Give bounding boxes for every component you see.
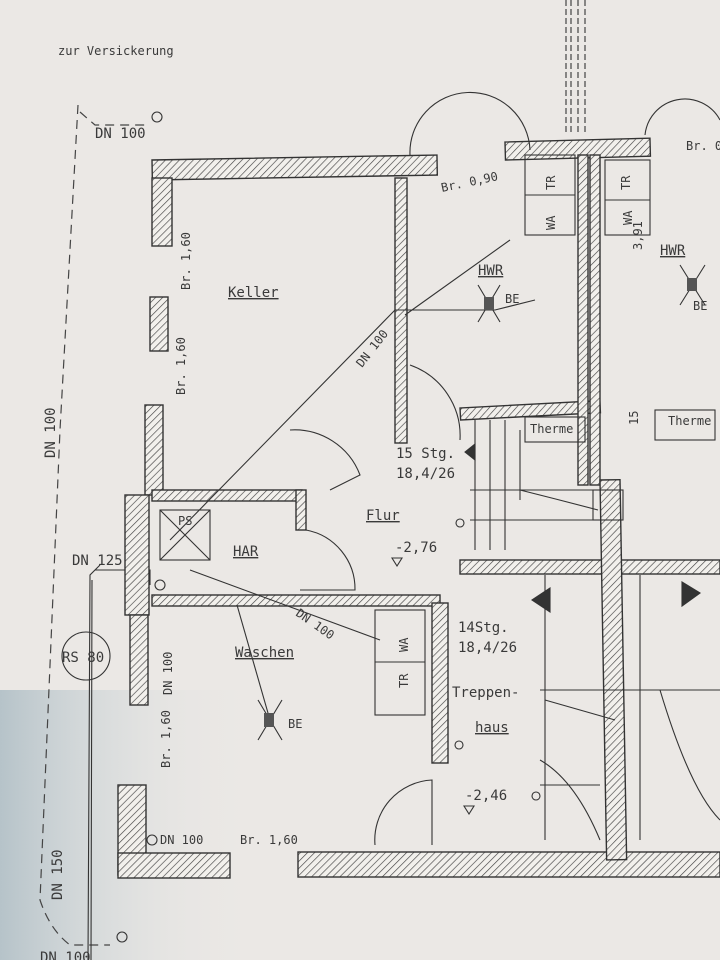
- vertical-lines: [565, 0, 586, 135]
- label-therme: Therme: [668, 414, 711, 428]
- label-step-count: 15: [627, 411, 641, 425]
- label-stair-steps: 14Stg.: [458, 620, 509, 636]
- label-tr: TR: [619, 175, 633, 190]
- doors: [289, 91, 720, 846]
- room-label-treppenhaus: haus: [475, 720, 509, 736]
- label-br0: Br. 0: [686, 139, 720, 153]
- label-dn150: DN 150: [50, 849, 66, 900]
- label-therme: Therme: [530, 422, 573, 436]
- room-label-hwr: HWR: [478, 263, 504, 279]
- label-dn100: DN 100: [43, 407, 59, 458]
- manhole-icon: [151, 111, 163, 123]
- room-label-har: HAR: [233, 544, 259, 560]
- label-wa: WA: [397, 637, 411, 652]
- label-zur-versickerung: zur Versickerung: [58, 44, 174, 58]
- room-label-keller: Keller: [228, 285, 279, 301]
- floor-drain-icon: [257, 264, 706, 741]
- level-label: -2,76: [395, 540, 437, 556]
- column-icon: [154, 579, 166, 591]
- level-label: -2,46: [465, 788, 507, 804]
- boundary-line: [39, 104, 110, 946]
- label-wa: WA: [544, 215, 558, 230]
- label-stair-ratio: 18,4/26: [396, 466, 455, 482]
- label-dimension: 3,91: [631, 221, 645, 250]
- appliance-boxes: [159, 154, 716, 716]
- room-label-treppenhaus: Treppen-: [452, 685, 519, 701]
- column-icon: [455, 518, 465, 528]
- label-tr: TR: [544, 175, 558, 190]
- column-icon: [454, 740, 464, 750]
- label-stair-steps: 15 Stg.: [396, 446, 455, 462]
- label-br160: Br. 1,60: [174, 337, 188, 395]
- label-wa: WA: [621, 210, 635, 225]
- label-rs80: RS 80: [62, 650, 104, 666]
- label-br160: Br. 1,60: [240, 833, 298, 847]
- room-label-waschen: Waschen: [235, 645, 294, 661]
- pipe-lines: [169, 239, 536, 721]
- label-ps: PS: [178, 514, 192, 528]
- label-dn100: DN 100: [95, 126, 146, 142]
- label-dn100: DN 100: [161, 652, 175, 695]
- label-dn100: DN 100: [40, 950, 91, 960]
- rs80-tank: [61, 631, 111, 681]
- label-dn125: DN 125: [72, 553, 123, 569]
- label-dn100: DN 100: [160, 833, 203, 847]
- label-be: BE: [693, 299, 707, 313]
- label-be: BE: [288, 717, 302, 731]
- column-icon: [146, 834, 158, 846]
- column-icon: [531, 791, 541, 801]
- stairs: [464, 420, 720, 841]
- label-br160: Br. 1,60: [179, 232, 193, 290]
- label-stair-ratio: 18,4/26: [458, 640, 517, 656]
- label-be: BE: [505, 292, 519, 306]
- label-tr: TR: [397, 673, 411, 688]
- pipe-line: [87, 564, 101, 960]
- room-label-hwr: HWR: [660, 243, 686, 259]
- room-label-flur: Flur: [366, 508, 400, 524]
- walls: [117, 137, 720, 879]
- pipe-line: [79, 111, 150, 126]
- label-br160: Br. 1,60: [159, 710, 173, 768]
- manhole-icon: [116, 931, 128, 943]
- level-marker-icon: [463, 805, 475, 816]
- level-marker-icon: [391, 557, 403, 568]
